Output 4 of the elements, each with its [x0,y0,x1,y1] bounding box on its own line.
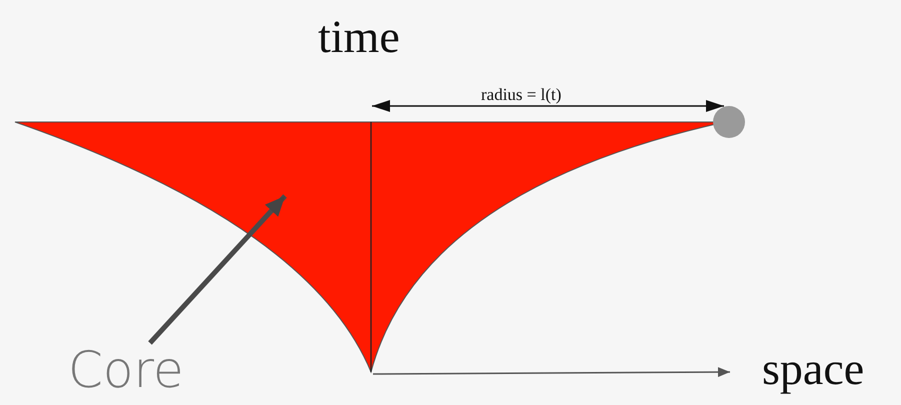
core-label: Core [68,345,184,395]
time-axis-label: time [318,14,400,60]
leader-arrow [148,194,287,345]
space-axis-label: space [762,346,864,392]
